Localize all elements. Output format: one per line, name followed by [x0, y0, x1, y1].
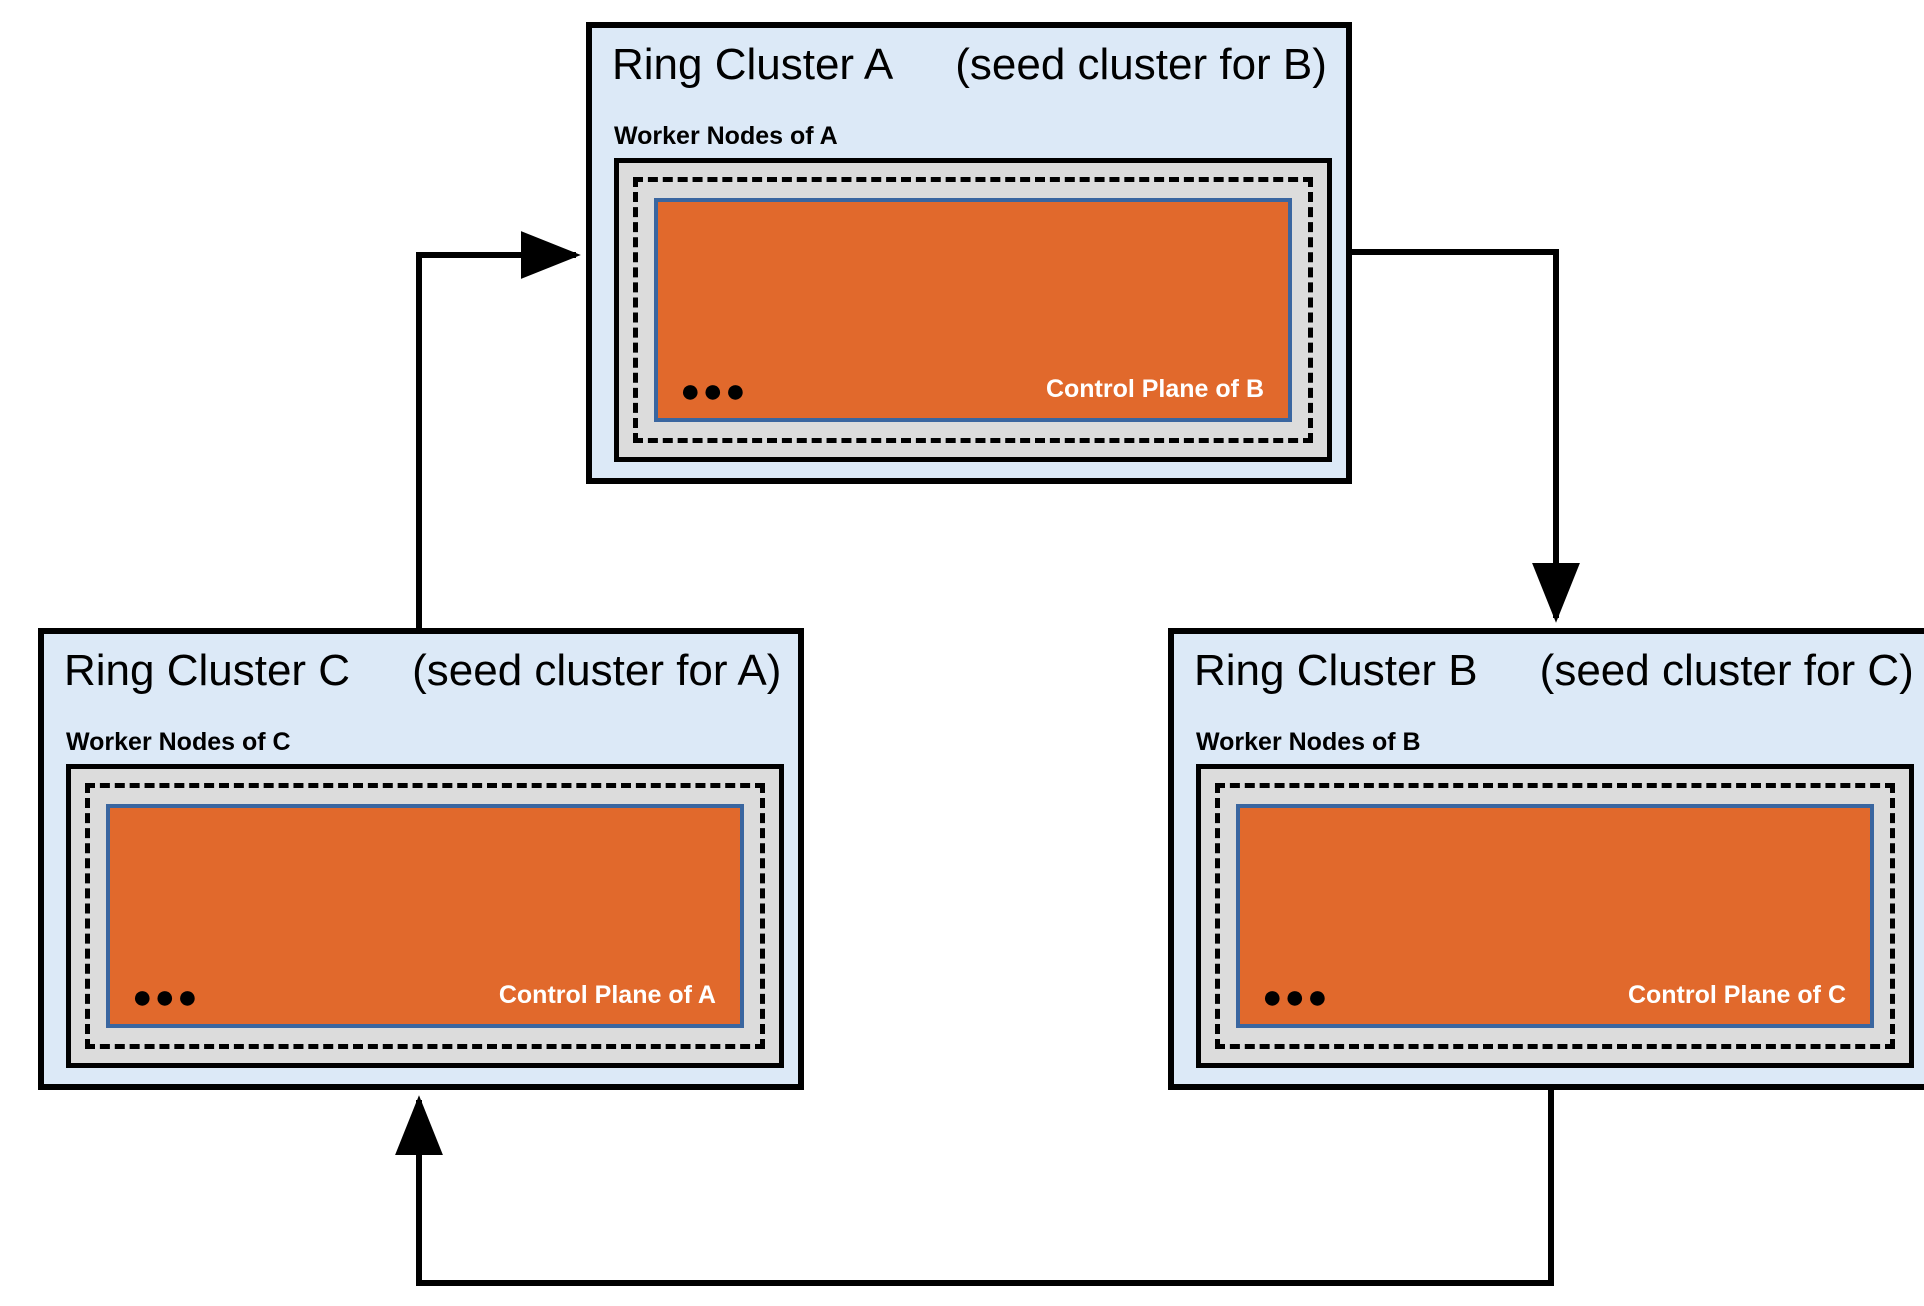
cluster-b-dashed-boundary: ●●● Control Plane of C [1215, 783, 1895, 1049]
cluster-c-control-plane-label: Control Plane of A [498, 981, 716, 1009]
ellipsis-dots-icon: ●●● [680, 372, 748, 410]
cluster-b-worker-label: Worker Nodes of B [1196, 728, 1421, 756]
cluster-c-title-note: (seed cluster for A) [412, 646, 782, 695]
cluster-c-control-plane[interactable]: ●●● Control Plane of A [106, 804, 744, 1028]
ellipsis-dots-icon: ●●● [1262, 978, 1330, 1016]
cluster-a-title-main: Ring Cluster A [612, 40, 894, 89]
cluster-b-control-plane-label: Control Plane of C [1627, 981, 1846, 1009]
cluster-a-worker-label: Worker Nodes of A [614, 122, 838, 150]
cluster-b-title-main: Ring Cluster B [1194, 646, 1478, 695]
ring-cluster-b[interactable]: Ring Cluster B (seed cluster for C) Work… [1168, 628, 1924, 1090]
cluster-b-control-plane[interactable]: ●●● Control Plane of C [1236, 804, 1874, 1028]
arrow-a-to-b [1352, 249, 1580, 623]
cluster-c-title: Ring Cluster C (seed cluster for A) [64, 646, 788, 695]
ring-cluster-a[interactable]: Ring Cluster A (seed cluster for B) Work… [586, 22, 1352, 484]
cluster-c-dashed-boundary: ●●● Control Plane of A [85, 783, 765, 1049]
cluster-b-worker-frame: ●●● Control Plane of C [1196, 764, 1914, 1068]
cluster-a-control-plane-label: Control Plane of B [1045, 375, 1264, 403]
arrow-c-to-a [416, 231, 581, 628]
cluster-c-worker-label: Worker Nodes of C [66, 728, 291, 756]
cluster-a-dashed-boundary: ●●● Control Plane of B [633, 177, 1313, 443]
cluster-c-worker-frame: ●●● Control Plane of A [66, 764, 784, 1068]
cluster-a-title: Ring Cluster A (seed cluster for B) [612, 40, 1336, 89]
cluster-a-worker-frame: ●●● Control Plane of B [614, 158, 1332, 462]
cluster-b-title: Ring Cluster B (seed cluster for C) [1194, 646, 1918, 695]
ellipsis-dots-icon: ●●● [132, 978, 200, 1016]
cluster-b-title-note: (seed cluster for C) [1539, 646, 1914, 695]
cluster-a-control-plane[interactable]: ●●● Control Plane of B [654, 198, 1292, 422]
cluster-a-title-note: (seed cluster for B) [955, 40, 1327, 89]
cluster-c-title-main: Ring Cluster C [64, 646, 351, 695]
arrow-b-to-c [395, 1090, 1554, 1286]
ring-cluster-c[interactable]: Ring Cluster C (seed cluster for A) Work… [38, 628, 804, 1090]
